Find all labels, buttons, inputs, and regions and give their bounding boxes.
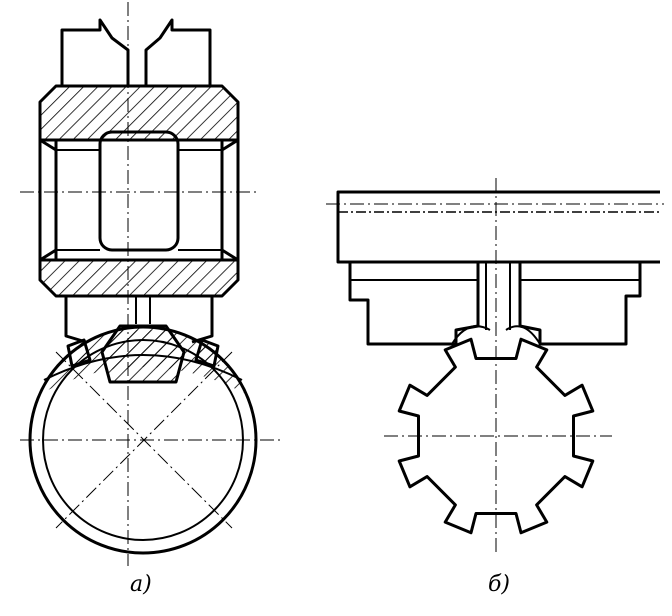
centerlines-b: [326, 178, 664, 552]
upper-clamp: [60, 18, 212, 86]
holder-b: [348, 262, 642, 346]
table: [336, 190, 662, 264]
view-a: [20, 2, 280, 566]
label-view-b: б): [488, 572, 511, 597]
view-b: [326, 178, 664, 552]
label-view-a: а): [130, 572, 152, 597]
gear-wheel: [28, 324, 258, 555]
splined-shaft: [397, 337, 595, 535]
centerlines-a: [20, 2, 280, 566]
holder-block: [38, 84, 240, 298]
